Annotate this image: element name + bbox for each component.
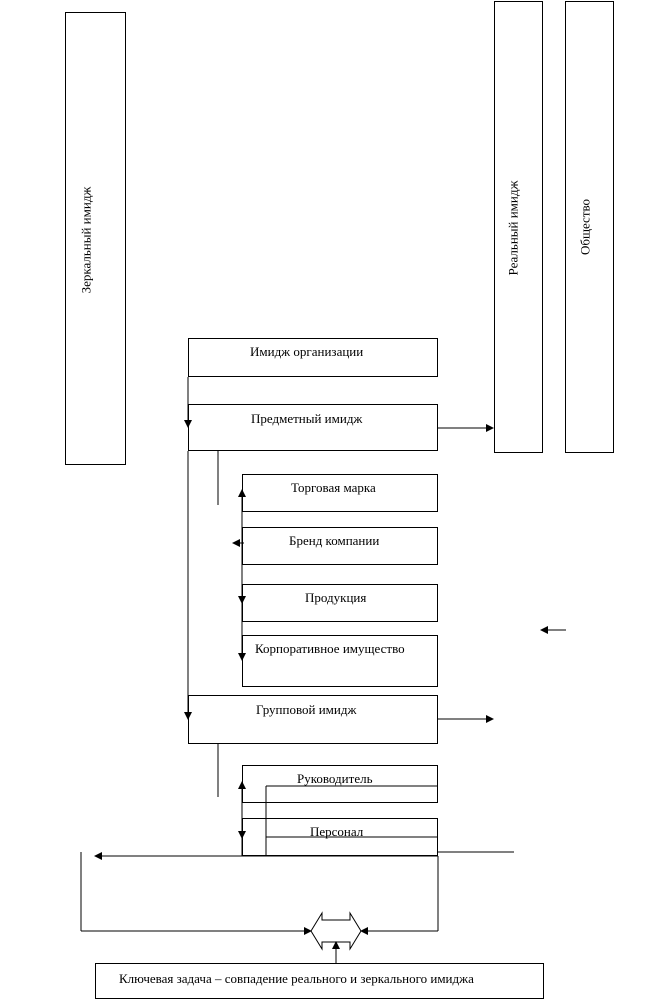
products-label: Продукция	[305, 590, 367, 605]
subject-image-box	[188, 404, 438, 451]
subject-image-label: Предметный имидж	[251, 411, 363, 426]
leader-label: Руководитель	[297, 771, 373, 786]
double-arrow-shape	[310, 911, 362, 951]
group-image-label: Групповой имидж	[256, 702, 357, 717]
real-image-box	[494, 1, 543, 453]
company-brand-label: Бренд компании	[289, 533, 380, 548]
company-brand-box	[242, 527, 438, 565]
org-image-label: Имидж организации	[250, 344, 364, 359]
staff-label: Персонал	[310, 824, 364, 839]
leader-box	[242, 765, 438, 803]
society-box	[565, 1, 614, 453]
corporate-property-box	[242, 635, 438, 687]
group-image-box	[188, 695, 438, 744]
products-box	[242, 584, 438, 622]
org-image-box	[188, 338, 438, 377]
key-task-label: Ключевая задача – совпадение реального и…	[119, 971, 474, 986]
trademark-box	[242, 474, 438, 512]
mirror-image-box	[65, 12, 126, 465]
corporate-property-label: Корпоративное имущество	[255, 641, 405, 656]
key-task-box	[95, 963, 544, 999]
trademark-label: Торговая марка	[291, 480, 376, 495]
